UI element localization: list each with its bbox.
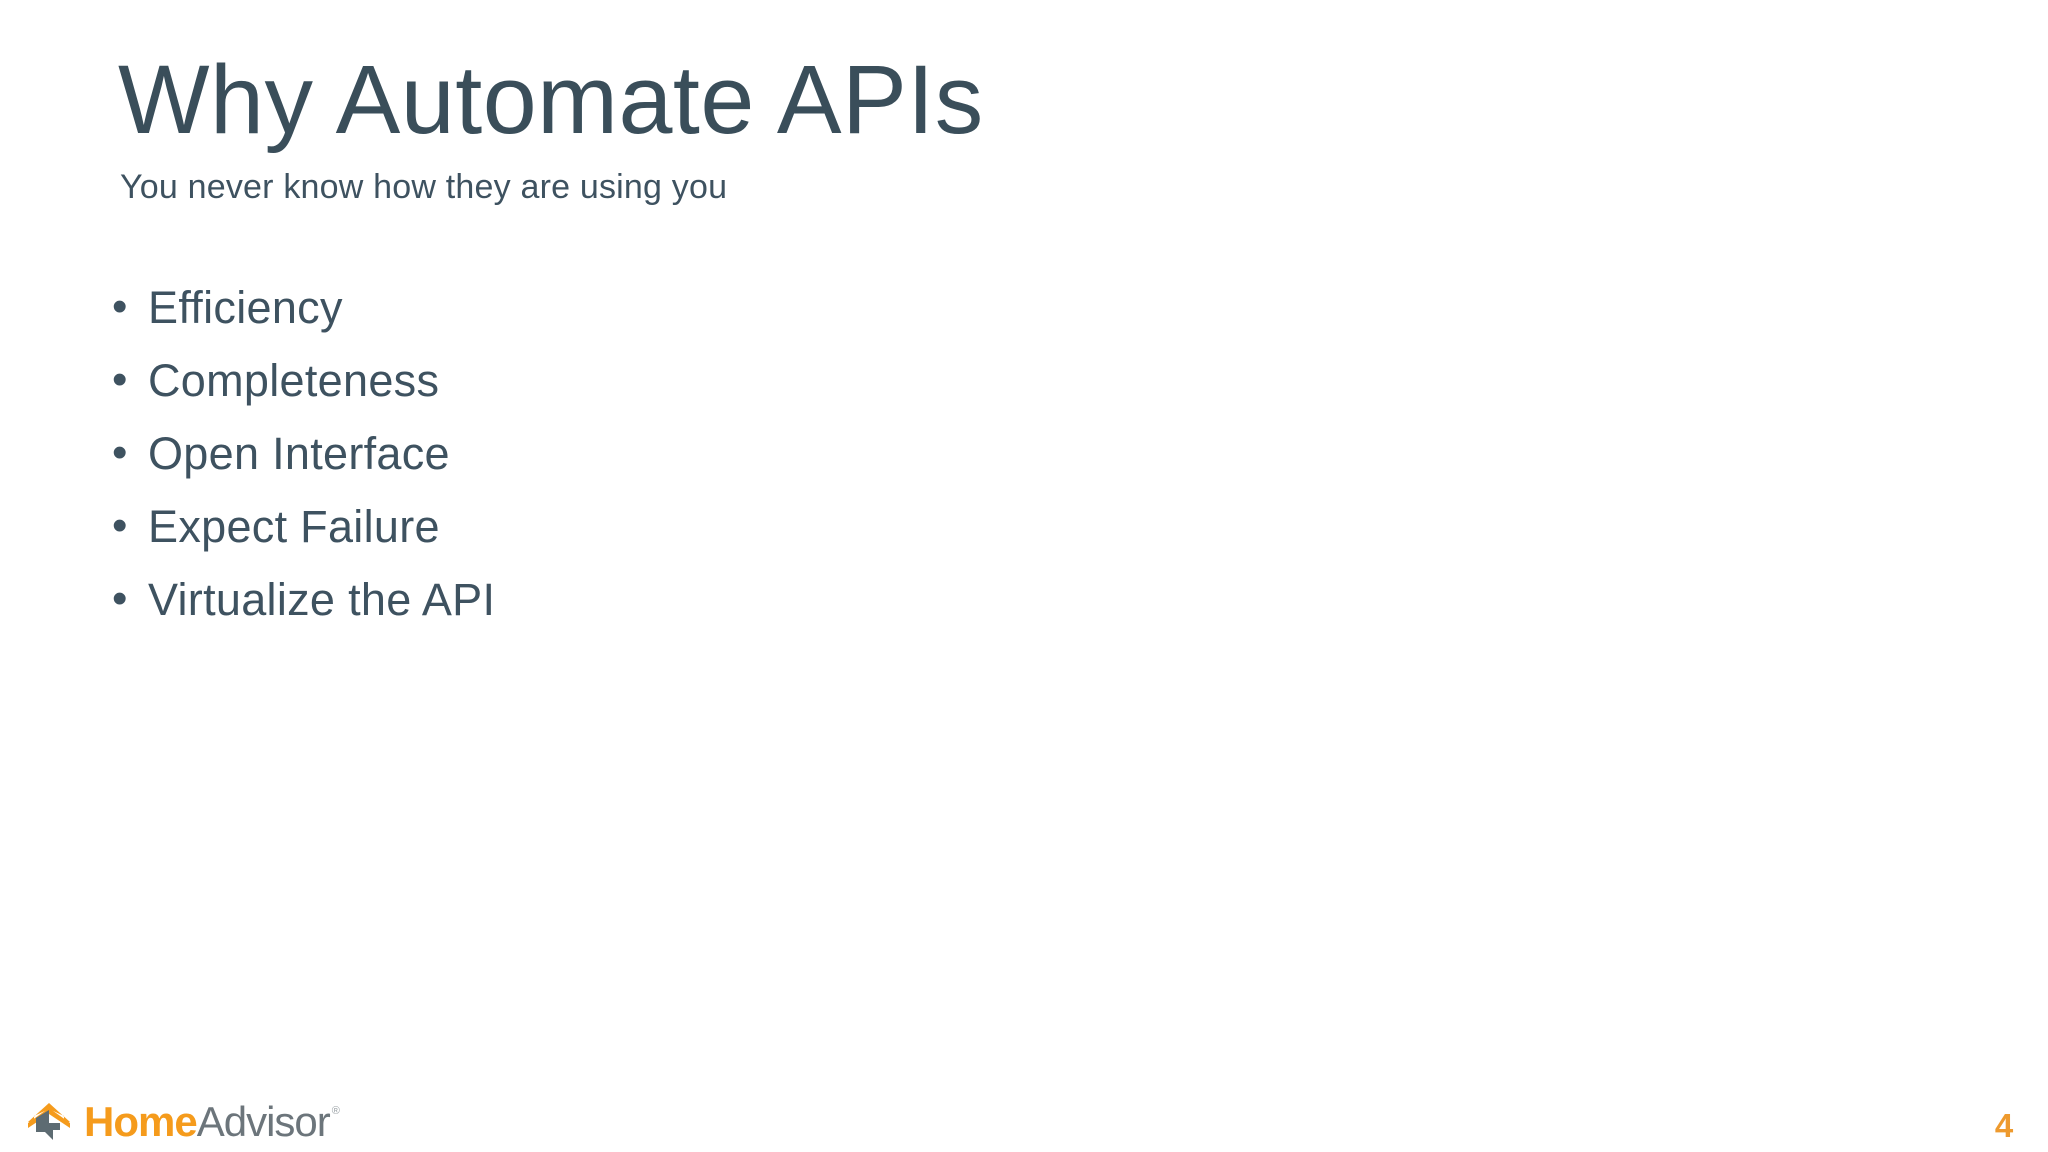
bullet-dot-icon: • [112,282,128,331]
page-subtitle: You never know how they are using you [120,167,728,206]
list-item-label: Virtualize the API [148,574,496,625]
bullet-list: • Efficiency • Completeness • Open Inter… [112,282,1612,647]
list-item-label: Open Interface [148,428,450,479]
bullet-dot-icon: • [112,428,128,477]
page-title: Why Automate APIs [118,45,984,154]
logo-word-home: Home [84,1098,198,1145]
page-number: 4 [1994,1107,2014,1144]
list-item-label: Completeness [148,355,440,406]
list-item: • Expect Failure [112,501,1612,574]
title-block: Why Automate APIs You never know how the… [118,45,1818,208]
list-item: • Completeness [112,355,1612,428]
list-item: • Open Interface [112,428,1612,501]
registered-trademark-icon: ® [331,1105,340,1117]
list-item: • Virtualize the API [112,574,1612,647]
logo-word-advisor: Advisor [196,1098,331,1145]
bullet-dot-icon: • [112,574,128,623]
home-advisor-house-icon [28,1103,70,1140]
bullet-dot-icon: • [112,355,128,404]
list-item-label: Efficiency [148,282,343,333]
bullet-dot-icon: • [112,501,128,550]
list-item: • Efficiency [112,282,1612,355]
list-item-label: Expect Failure [148,501,440,552]
